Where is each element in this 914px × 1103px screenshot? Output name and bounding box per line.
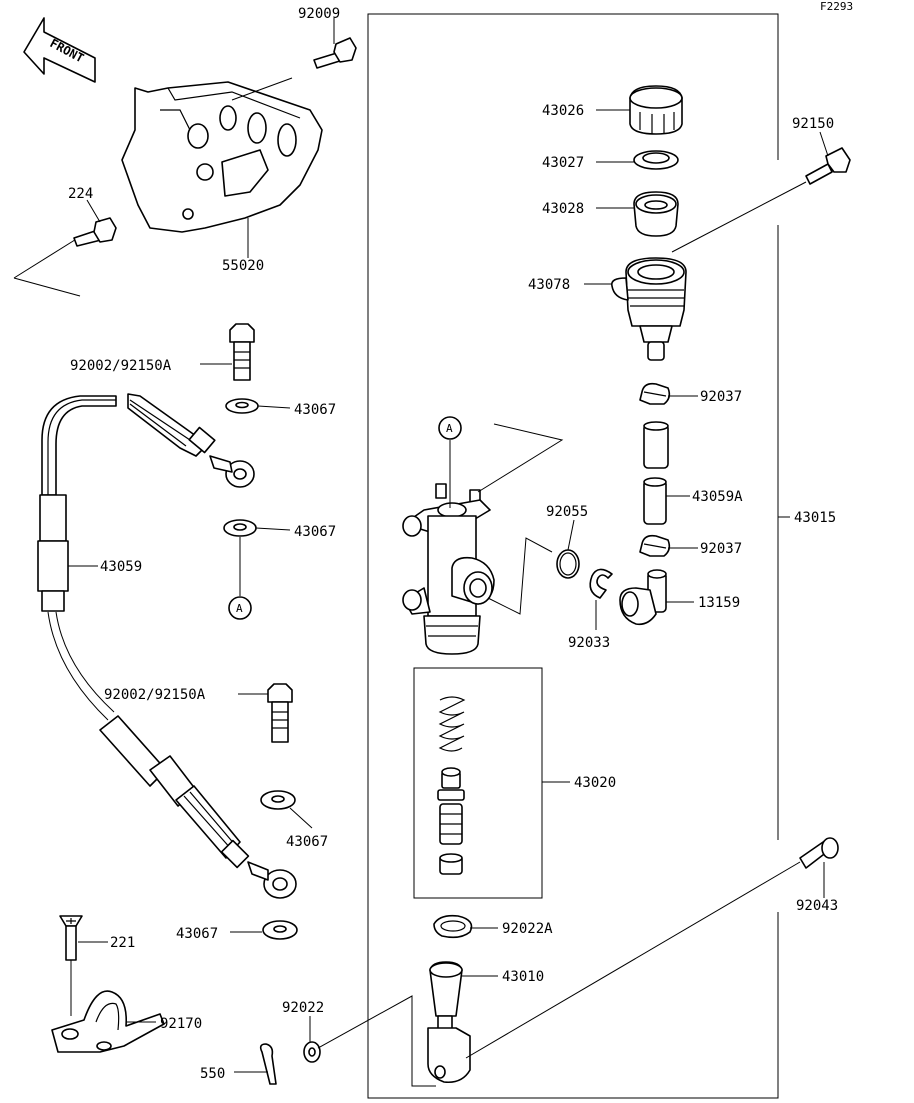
assembly-bracket <box>367 13 790 1099</box>
label-43026: 43026 <box>542 103 584 119</box>
ref-marker-a-left: A <box>228 596 252 620</box>
label-43015: 43015 <box>794 510 836 526</box>
washer-lower-b-icon <box>262 920 298 940</box>
front-arrow-icon: FRONT <box>23 17 96 83</box>
reservoir-cap-icon <box>629 85 683 135</box>
clevis-pin-icon <box>799 837 839 869</box>
banjo-bolt-upper-icon <box>229 323 255 381</box>
label-43067-a: 43067 <box>294 402 336 418</box>
label-43059: 43059 <box>100 559 142 575</box>
push-rod-icon <box>427 961 471 1084</box>
label-43067-c: 43067 <box>286 834 328 850</box>
bolt-92150-icon <box>805 147 851 185</box>
label-43067-b: 43067 <box>294 524 336 540</box>
hose-clip-lower-icon <box>639 534 671 557</box>
cotter-pin-icon <box>259 1043 277 1085</box>
hose-clip-upper-icon <box>639 382 671 405</box>
circlip-icon <box>589 568 613 599</box>
label-92002-92150a-lower: 92002/92150A <box>104 687 206 703</box>
reservoir-hose-icon <box>643 421 669 525</box>
snap-ring-icon <box>433 914 473 939</box>
label-92022: 92022 <box>282 1000 324 1016</box>
label-43067-d: 43067 <box>176 926 218 942</box>
washer-upper-b-icon <box>223 519 257 537</box>
elbow-fitting-icon <box>619 569 667 626</box>
label-92150: 92150 <box>792 116 834 132</box>
brake-hose-upper-icon <box>37 393 255 612</box>
label-92043: 92043 <box>796 898 838 914</box>
washer-upper-a-icon <box>225 398 259 414</box>
banjo-bolt-lower-icon <box>267 683 293 743</box>
svg-text:A: A <box>236 602 243 615</box>
label-43059a: 43059A <box>692 489 743 505</box>
screw-221-icon <box>59 915 83 961</box>
diaphragm-icon <box>633 191 679 237</box>
bolt-92009-icon <box>313 37 357 69</box>
label-92009: 92009 <box>298 6 340 22</box>
brake-hose-lower-icon <box>99 715 297 899</box>
clamp-92170-icon <box>51 990 165 1053</box>
label-92033: 92033 <box>568 635 610 651</box>
label-92170: 92170 <box>160 1016 202 1032</box>
label-13159: 13159 <box>698 595 740 611</box>
piston-kit-icon <box>437 696 466 875</box>
o-ring-icon <box>556 549 580 579</box>
label-55020: 55020 <box>222 258 264 274</box>
guard-part-icon <box>121 81 323 233</box>
label-550: 550 <box>200 1066 225 1082</box>
washer-lower-a-icon <box>260 790 296 810</box>
label-43028: 43028 <box>542 201 584 217</box>
label-224: 224 <box>68 186 93 202</box>
svg-text:A: A <box>446 422 453 435</box>
label-92022a: 92022A <box>502 921 553 937</box>
label-92002-92150a-upper: 92002/92150A <box>70 358 172 374</box>
label-92037-upper: 92037 <box>700 389 742 405</box>
label-221: 221 <box>110 935 135 951</box>
label-43020: 43020 <box>574 775 616 791</box>
reservoir-icon <box>610 257 687 361</box>
label-92037-lower: 92037 <box>700 541 742 557</box>
ref-marker-a-right: A <box>438 416 462 440</box>
bolt-224-icon <box>73 217 117 247</box>
diaphragm-plate-icon <box>633 150 679 170</box>
label-43027: 43027 <box>542 155 584 171</box>
label-43010: 43010 <box>502 969 544 985</box>
figure-code: F2293 <box>820 0 853 13</box>
washer-92022-icon <box>303 1041 321 1063</box>
master-cylinder-body-icon <box>402 483 495 655</box>
piston-kit-box <box>413 667 543 899</box>
label-92055: 92055 <box>546 504 588 520</box>
label-43078: 43078 <box>528 277 570 293</box>
